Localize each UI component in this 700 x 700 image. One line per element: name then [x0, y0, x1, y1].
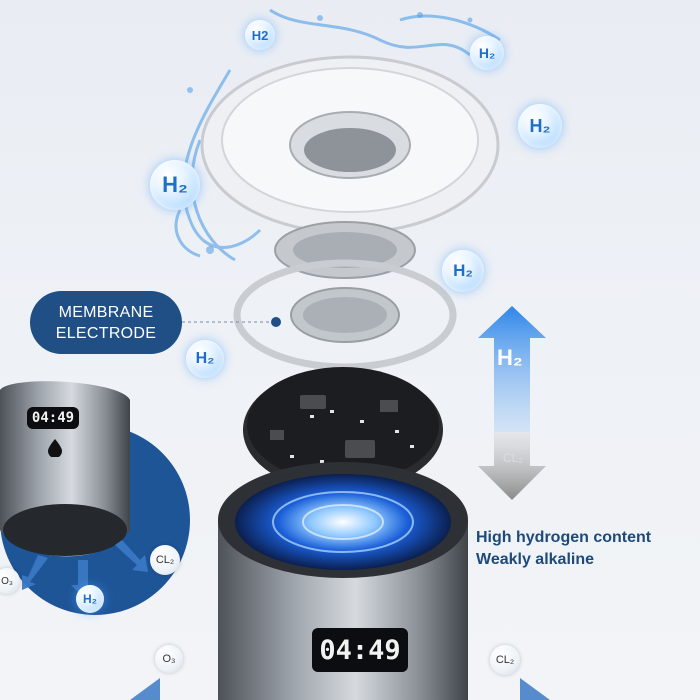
flow-arrows	[478, 306, 546, 500]
arrow-down-label-2: CL₂	[503, 451, 523, 465]
o3-bubble-bottom: O₃	[155, 645, 183, 673]
h2-bubble-g: H₂	[76, 585, 104, 613]
cl2-bubble-left: CL₂	[150, 545, 180, 575]
arrow-up-label: H₂	[497, 345, 523, 370]
h2-bubble-a: H2	[245, 20, 275, 50]
main-display: 04:49	[312, 628, 408, 672]
h2-bubble-f: H₂	[186, 340, 224, 378]
water-drop-icon	[48, 439, 62, 457]
membrane-electrode	[233, 259, 457, 371]
feature-weakly-alkaline: Weakly alkaline	[476, 551, 594, 568]
h2-bubble-b: H₂	[470, 36, 504, 70]
cl2-bubble-bottom: CL₂	[490, 645, 520, 675]
h2-bubble-e: H₂	[442, 250, 484, 292]
o3-bubble-left: O₃	[0, 568, 20, 594]
membrane-label-line1: MEMBRANE	[58, 303, 154, 321]
water-splash	[174, 8, 501, 262]
inset-display: 04:49	[27, 407, 79, 429]
membrane-electrode-label: MEMBRANE ELECTRODE	[30, 291, 182, 354]
arrow-down-label-1: H₂O₂	[499, 437, 527, 451]
feature-high-hydrogen: High hydrogen content	[476, 529, 652, 546]
h2-bubble-c: H₂	[518, 104, 562, 148]
h2-bubble-d: H₂	[150, 160, 200, 210]
membrane-label-line2: ELECTRODE	[55, 324, 157, 342]
circuit-board	[243, 367, 443, 492]
top-filter-disc	[200, 55, 500, 235]
